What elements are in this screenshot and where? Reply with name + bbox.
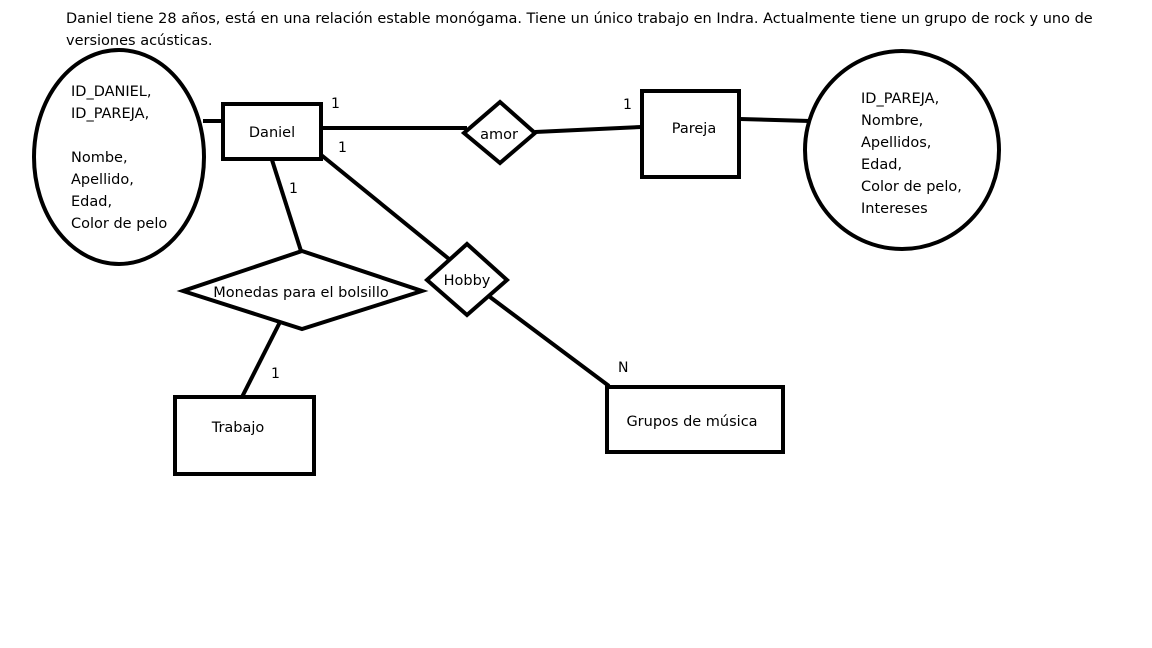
cardinality-daniel-amor: 1 [331,96,340,112]
pareja-attributes-list: ID_PAREJA, Nombre, Apellidos, Edad, Colo… [861,91,966,217]
daniel-attributes-list: ID_DANIEL, ID_PAREJA, Nombe, Apellido, E… [71,84,167,232]
connector-pareja-attributes [739,117,811,123]
connector-hobby-grupos [488,295,611,388]
daniel-attr: ID_PAREJA, [71,106,149,122]
connectors [203,117,811,400]
connector-monedas-trabajo [239,321,282,400]
daniel-attr: Color de pelo [71,216,167,232]
connector-daniel-hobby [318,152,451,261]
pareja-attr: Nombre, [861,113,923,129]
daniel-attr: Edad, [71,194,112,210]
relationship-hobby [423,241,511,318]
cardinality-daniel-hobby: 1 [338,140,347,156]
daniel-attributes-oval [32,48,206,266]
entity-trabajo [173,395,316,476]
pareja-attr: Intereses [861,201,928,217]
relationship-monedas [176,248,429,332]
entity-grupos-de-musica [605,385,785,454]
connector-amor-pareja [534,125,642,134]
entity-pareja-label: Pareja [672,121,716,137]
entity-trabajo-label: Trabajo [211,420,265,436]
daniel-attr: Apellido, [71,172,134,188]
relationship-monedas-label: Monedas para el bolsillo [213,285,389,301]
pareja-attr: Edad, [861,157,902,173]
connector-daniel-monedas [270,159,303,252]
cardinality-daniel-monedas: 1 [289,181,298,197]
pareja-attr: Apellidos, [861,135,931,151]
relationship-hobby-label: Hobby [444,273,491,289]
pareja-attr: ID_PAREJA, [861,91,939,107]
daniel-attr: Nombe, [71,150,128,166]
pareja-attr: Color de pelo, [861,179,962,195]
entity-pareja [640,89,741,179]
problem-statement: Daniel tiene 28 años, está en una relaci… [66,11,1093,49]
cardinality-grupos-hobby: N [618,360,628,376]
pareja-attributes-oval [803,49,1001,251]
cardinality-pareja-amor: 1 [623,97,632,113]
relationship-amor [460,99,539,166]
entity-daniel-label: Daniel [249,125,295,141]
daniel-attr: ID_DANIEL, [71,84,152,100]
entity-daniel [221,102,323,161]
entity-grupos-de-musica-label: Grupos de música [626,414,757,430]
cardinality-trabajo-monedas: 1 [271,366,280,382]
relationship-amor-label: amor [480,127,518,143]
